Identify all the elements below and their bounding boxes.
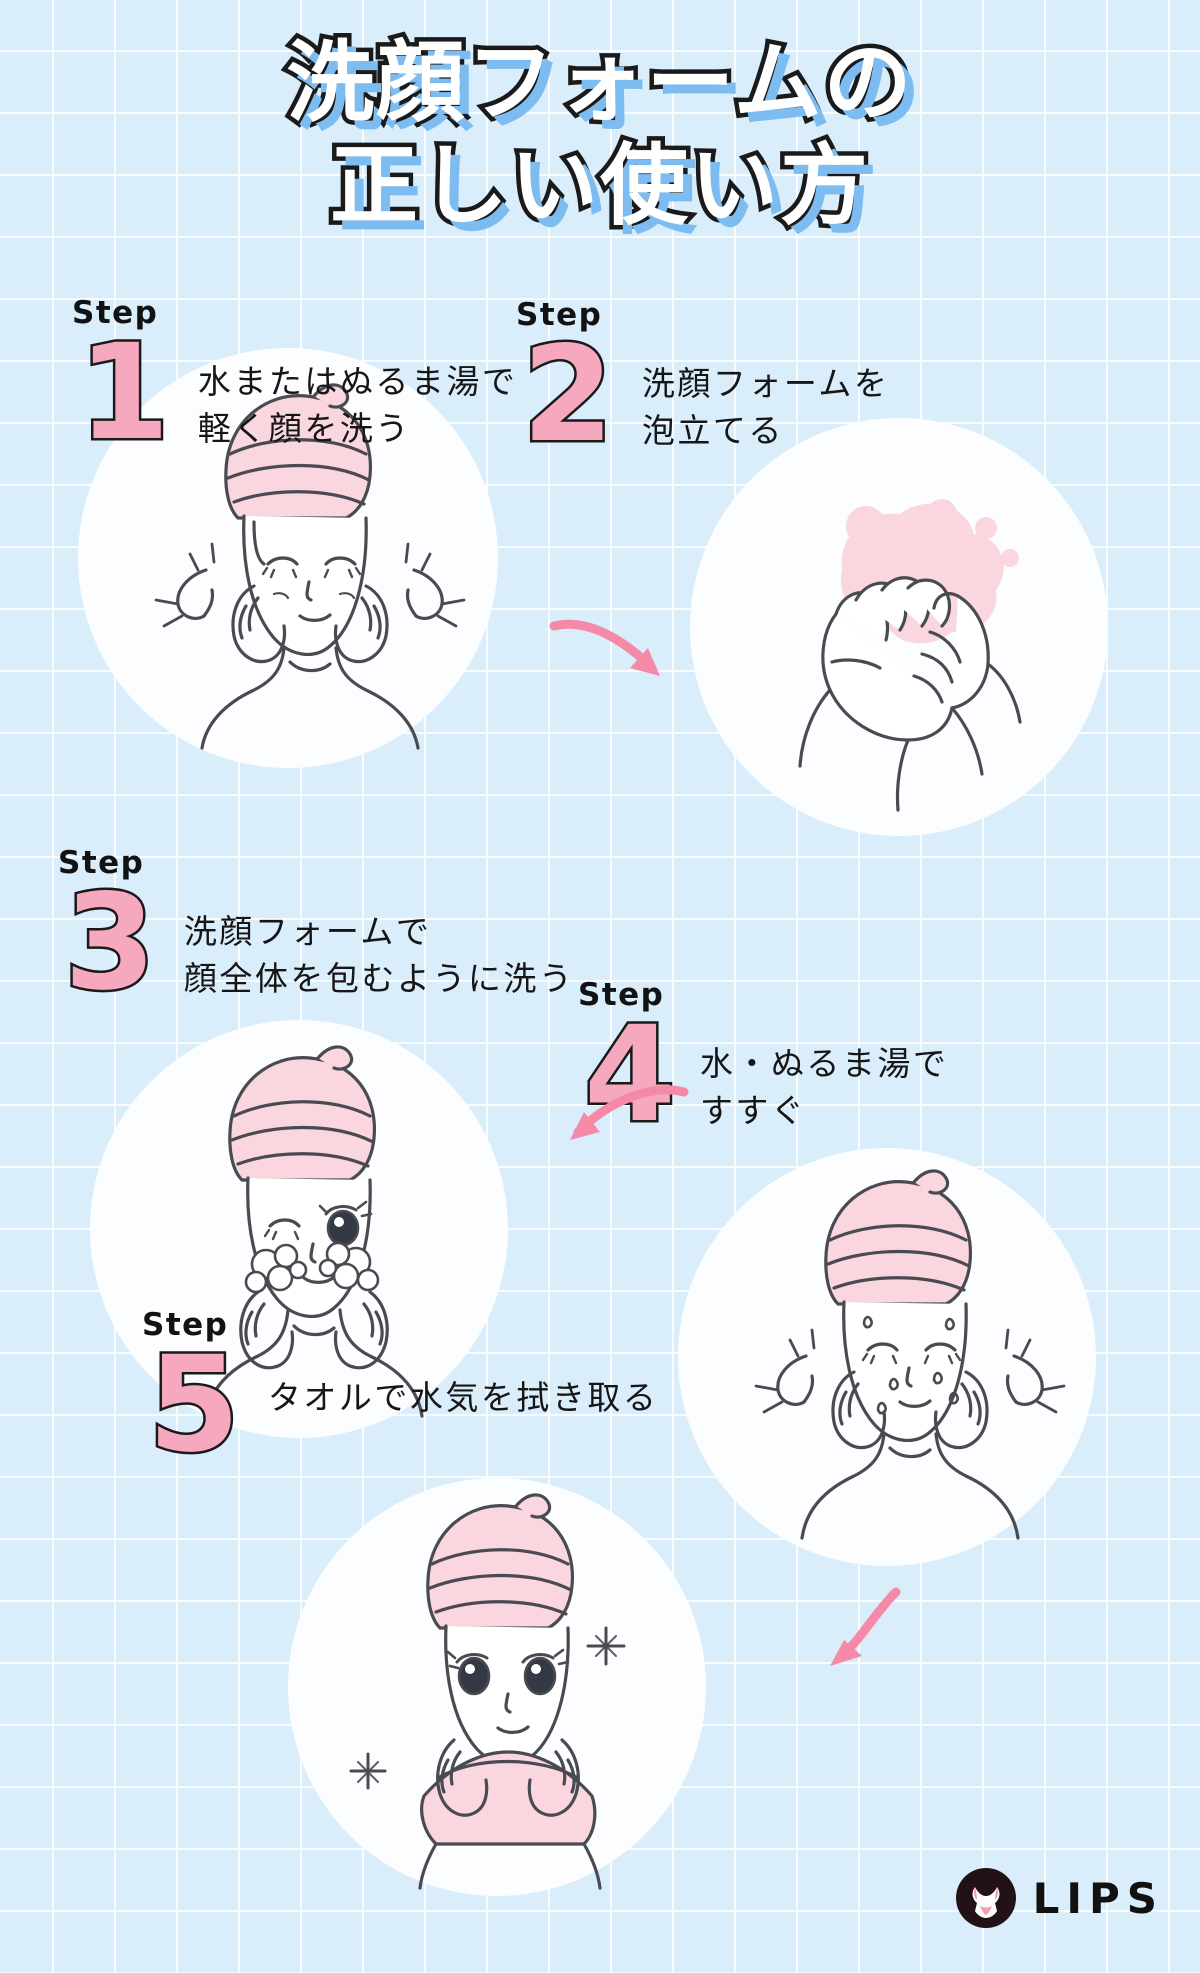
step-5-label: Step: [142, 1307, 229, 1343]
lips-logo-text: LIPS: [1032, 1873, 1164, 1923]
title-line-2: 正しい使い方: [325, 132, 872, 239]
step-3-illustration: [204, 1045, 424, 1418]
lips-deer-logo-icon: [955, 1868, 1016, 1928]
step-4-illustration: [754, 1169, 1066, 1540]
step-4-label: Step: [578, 977, 665, 1013]
lips-logo: LIPS: [955, 1867, 1164, 1929]
step-3: Step 3 洗顔フォームで 顔全体を包むように洗う: [58, 845, 575, 1020]
step-1-number: 1: [76, 316, 173, 470]
step-5-number: 5: [146, 1328, 243, 1482]
step-1-text: 水またはぬるま湯で 軽く顔を洗う: [197, 362, 518, 448]
arrow-step4-to-step5: [830, 1587, 901, 1666]
step-4-number: 4: [582, 998, 679, 1152]
step-2-number: 2: [520, 318, 617, 472]
step-3-label: Step: [58, 845, 145, 881]
title-line-1: 洗顔フォームの: [282, 29, 916, 136]
step-1-label: Step: [72, 295, 159, 331]
step-3-text: 洗顔フォームで 顔全体を包むように洗う: [183, 912, 575, 998]
step-2-label: Step: [516, 297, 603, 333]
step-5: Step 5 タオルで水気を拭き取る: [142, 1307, 659, 1482]
step-1-illustration: [154, 383, 466, 750]
step-5-text: タオルで水気を拭き取る: [267, 1378, 659, 1417]
step-1: Step 1 水またはぬるま湯で 軽く顔を洗う: [72, 295, 518, 470]
step-2-text: 洗顔フォームを 泡立てる: [641, 364, 890, 450]
step-5-illustration: [349, 1493, 626, 1890]
step-3-number: 3: [62, 866, 159, 1020]
page-title: 洗顔フォームの 正しい使い方: [0, 29, 1200, 239]
step-4-text: 水・ぬるま湯で すすぐ: [699, 1044, 949, 1130]
step-2: Step 2 洗顔フォームを 泡立てる: [516, 297, 890, 472]
step-2-illustration: [798, 499, 1022, 812]
step-4: Step 4 水・ぬるま湯で すすぐ: [578, 977, 949, 1152]
arrow-step3-to-step4: [570, 1085, 689, 1140]
arrow-step1-to-step2: [549, 619, 660, 676]
